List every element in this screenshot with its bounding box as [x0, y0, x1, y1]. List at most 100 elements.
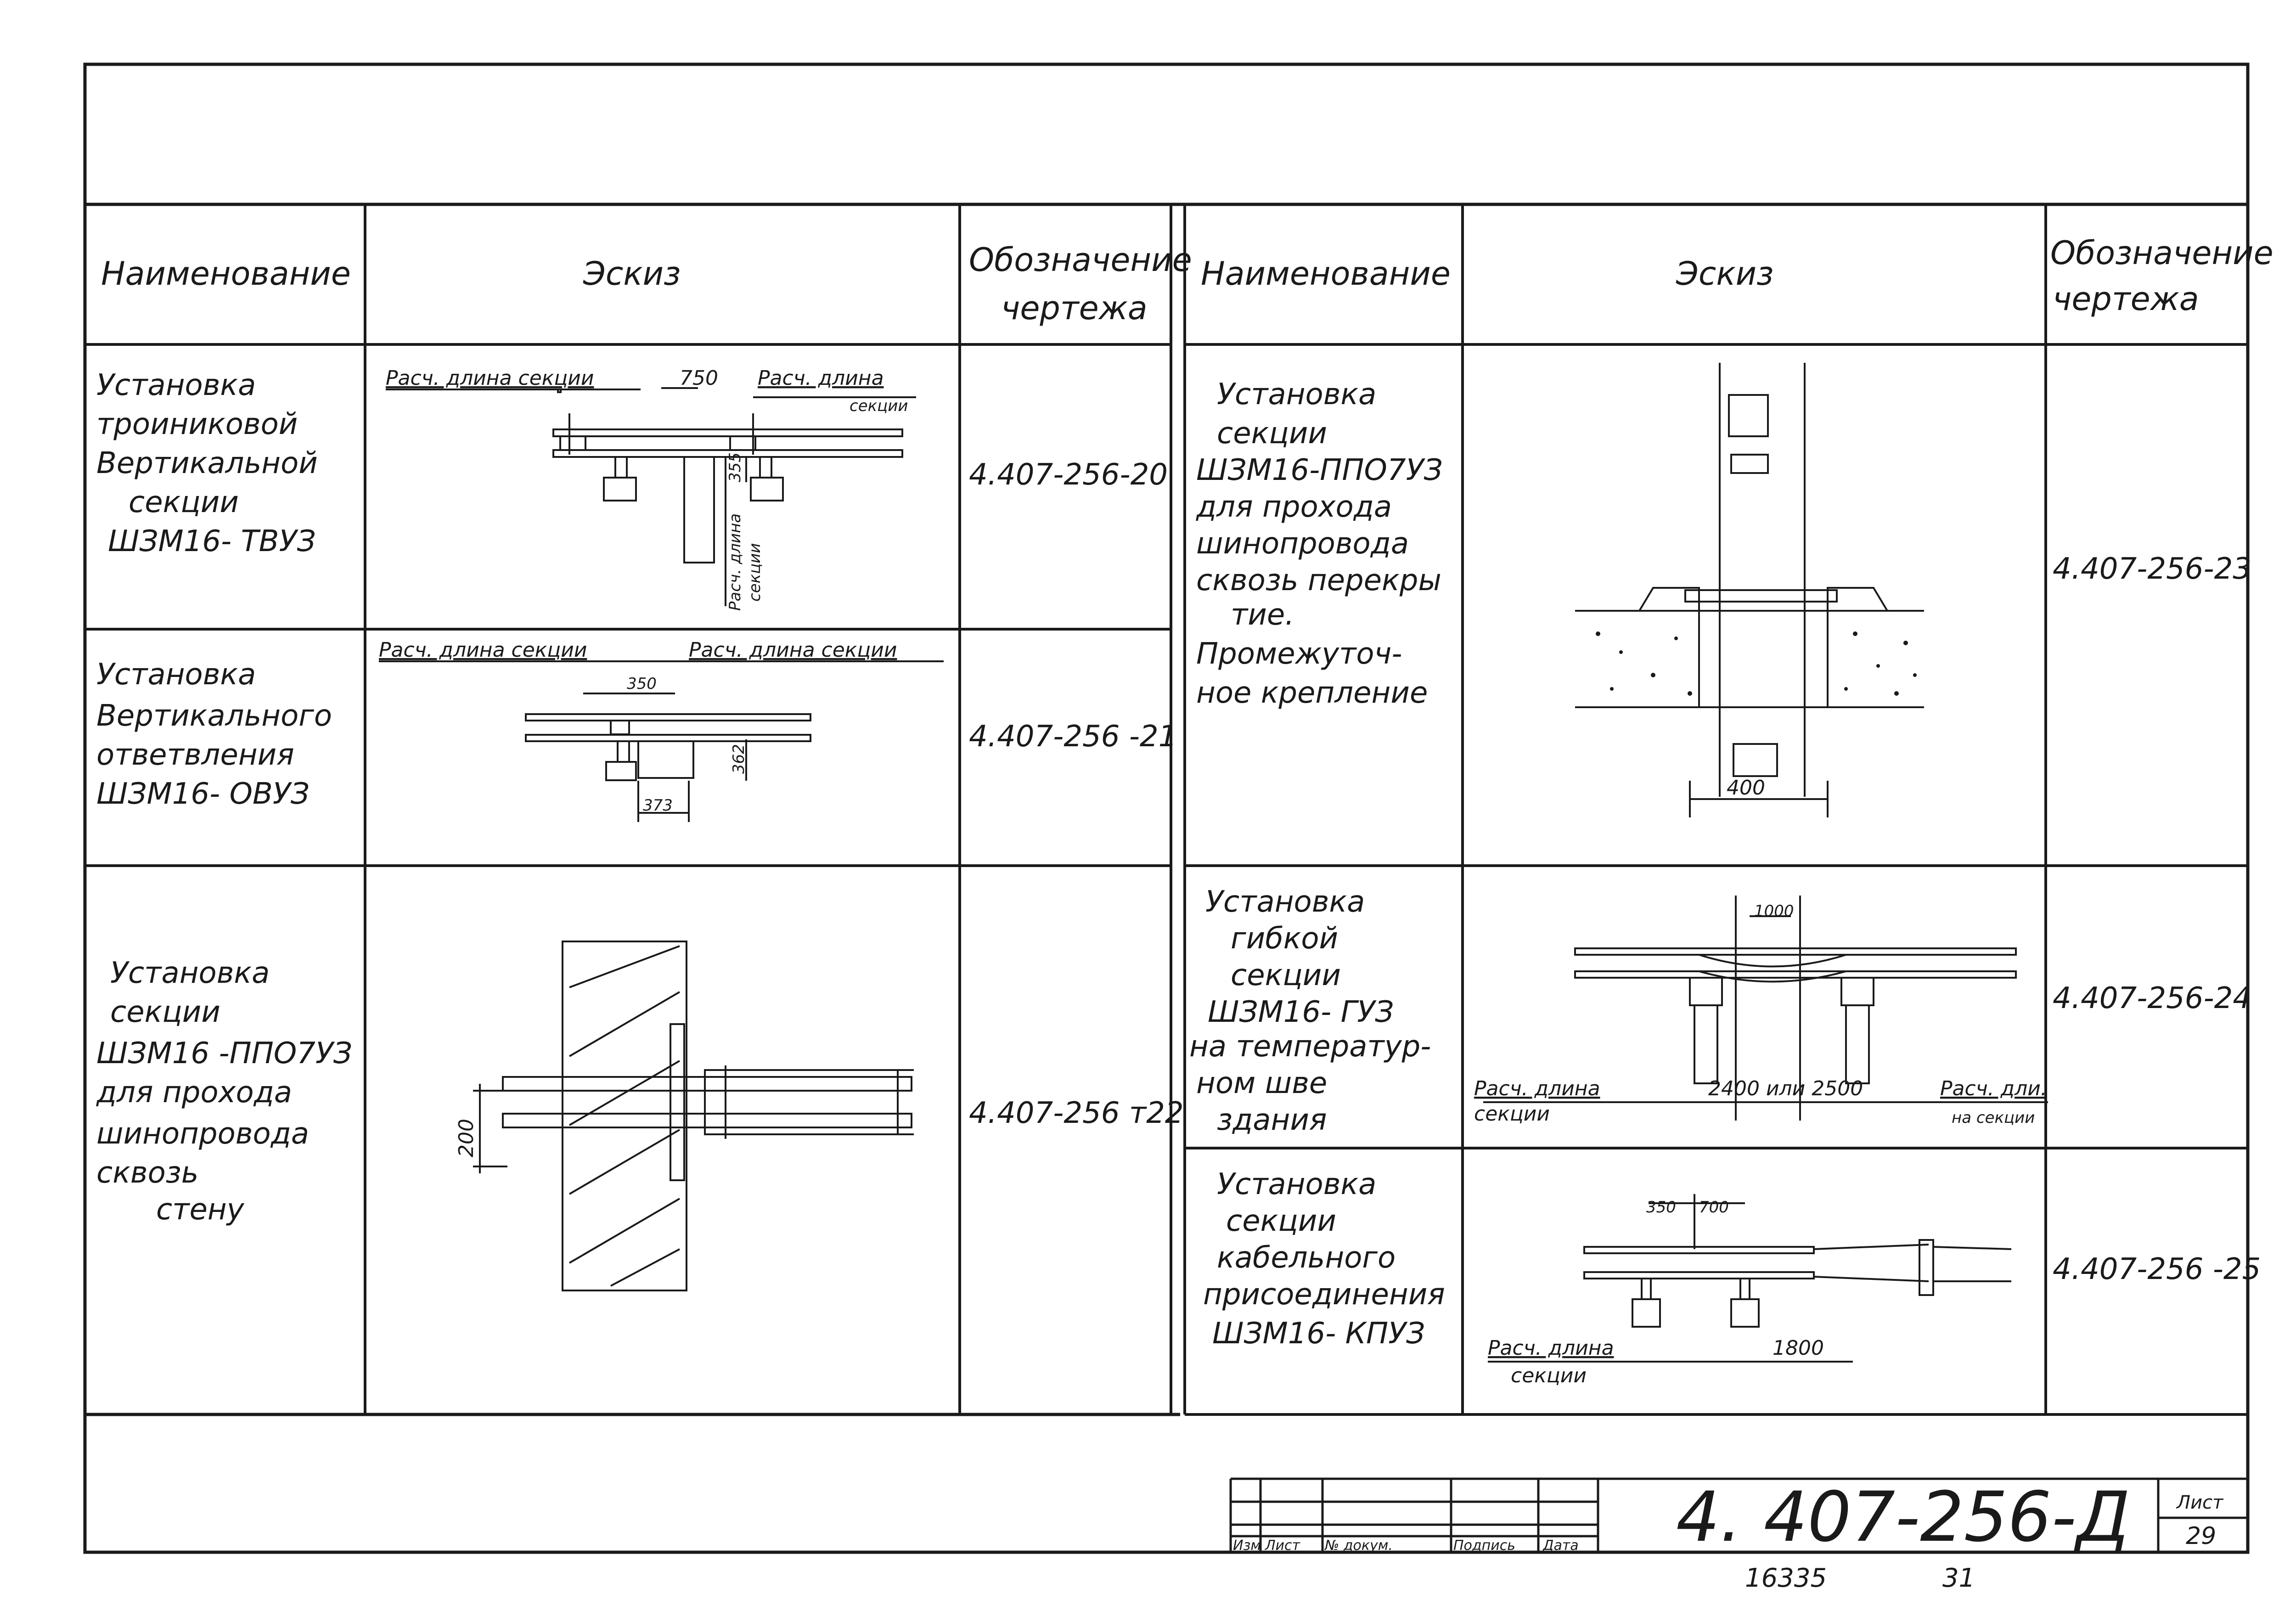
name-line: Установка [1217, 1167, 1376, 1201]
name-line: шинопровода [1196, 527, 1409, 561]
name-line: здания [1217, 1103, 1327, 1137]
name-line: тие. [1231, 598, 1294, 632]
right-row-2-code: 4.407-256-24 [2053, 981, 2251, 1015]
concrete-hatch [1596, 631, 1917, 696]
title-block-col: Подпись [1453, 1538, 1515, 1554]
sketch-label: секции [850, 397, 908, 415]
title-block-grid [1229, 1477, 2248, 1552]
name-line: на температур- [1189, 1030, 1431, 1064]
sketch-label: 700 [1699, 1198, 1729, 1217]
title-block-col: Дата [1542, 1538, 1579, 1554]
sketch-label: 373 [643, 796, 673, 815]
right-header-name: Наименование [1201, 255, 1451, 293]
left-row-1-name: Установка троиниковой Вертикальной секци… [96, 368, 318, 558]
sketch-vertical-branch: Расч. длина секции Расч. длина секции 35… [379, 638, 944, 822]
name-line: Установка [110, 956, 270, 990]
left-header-designation-2: чертежа [1001, 289, 1148, 327]
name-line: присоединения [1203, 1278, 1445, 1312]
sketch-cable-connection: 350 700 Расч. длина секции 1800 [1488, 1194, 2012, 1387]
right-row-3-name: Установка секции кабельного присоединени… [1203, 1167, 1445, 1351]
left-header-sketch: Эскиз [583, 255, 681, 293]
name-line: Установка [1205, 885, 1365, 919]
left-header-name: Наименование [101, 255, 351, 293]
sketch-tee-vertical: Расч. длина секции 750 Расч. длина секци… [386, 366, 916, 611]
right-header-designation-2: чертежа [2053, 280, 2199, 318]
left-header-designation-1: Обозначение [969, 241, 1192, 279]
name-line: секции [129, 485, 239, 519]
right-row-2-name: Установка гибкой секции ШЗМ16- ГУЗ на те… [1189, 885, 1431, 1137]
sketch-label: 362 [730, 744, 748, 774]
sketch-label: 1000 [1754, 902, 1794, 920]
name-line: стену [156, 1193, 245, 1227]
name-line: ШЗМ16- ОВУЗ [96, 777, 310, 811]
sketch-label: Расч. длина [1474, 1077, 1600, 1100]
sketch-label: Расч. длина секции [386, 366, 594, 390]
left-row-2-code: 4.407-256 -21 [969, 720, 1177, 754]
sketch-label: Расч. длина секции [689, 638, 897, 662]
sheet-number: 29 [2186, 1522, 2216, 1550]
sketch-flexible-section: 1000 Расч. длина секции 2400 или 2500 Ра… [1474, 896, 2048, 1127]
right-row-1-name: Установка секции ШЗМ16-ППО7УЗ для проход… [1196, 377, 1443, 710]
sketch-through-floor: 400 [1575, 363, 1924, 817]
sketch-label: 400 [1727, 776, 1765, 800]
name-line: для прохода [1196, 490, 1392, 524]
document-number: 4. 407-256-Д [1676, 1477, 2130, 1557]
name-line: ШЗМ16-ППО7УЗ [1196, 453, 1443, 487]
name-line: гибкой [1231, 922, 1338, 956]
name-line: сквозь [96, 1156, 198, 1190]
sketch-label: 1800 [1773, 1336, 1824, 1360]
name-line: ное крепление [1196, 676, 1428, 710]
name-line: Вертикального [96, 699, 332, 733]
name-line: Вертикальной [96, 446, 318, 480]
name-line: секции [1231, 958, 1341, 992]
sketch-through-wall: 200 [455, 941, 914, 1291]
left-row-3-code: 4.407-256 т22 [969, 1096, 1184, 1130]
sketch-label: Расч. дли. [1940, 1077, 2047, 1100]
name-line: ответвления [96, 738, 294, 772]
name-line: Установка [1217, 377, 1376, 411]
sketch-label: секции [1511, 1364, 1587, 1387]
name-line: ШЗМ16- ГУЗ [1208, 995, 1394, 1029]
copy-number: 31 [1942, 1563, 1975, 1593]
title-block-col: Изм [1233, 1538, 1261, 1554]
right-header-sketch: Эскиз [1676, 255, 1773, 293]
sketch-label: Расч. длина [758, 366, 884, 390]
archive-number: 16335 [1745, 1563, 1827, 1593]
name-line: секции [110, 995, 220, 1029]
sketch-label: Расч. длина [1488, 1336, 1614, 1360]
sketch-label: 350 [1646, 1198, 1676, 1217]
sketch-label: 750 [680, 366, 718, 390]
sketch-label: Расч. длина [726, 513, 744, 611]
name-line: секции [1217, 417, 1327, 451]
name-line: ШЗМ16 -ППО7УЗ [96, 1037, 352, 1070]
sheet-label: Лист [2176, 1492, 2224, 1513]
title-block-columns: Изм Лист № докум. Подпись Дата [1233, 1538, 1579, 1554]
left-table-grid [85, 204, 1172, 1416]
left-row-1-code: 4.407-256-20 [969, 458, 1168, 492]
name-line: ШЗМ16- КПУЗ [1212, 1317, 1425, 1351]
title-block-col: № докум. [1324, 1538, 1393, 1554]
left-row-2-name: Установка Вертикального ответвления ШЗМ1… [96, 658, 332, 811]
name-line: ШЗМ16- ТВУЗ [108, 524, 316, 558]
sheet-frame [83, 62, 2250, 1554]
sketch-label: 350 [627, 675, 657, 693]
sketch-label: 2400 или 2500 [1708, 1077, 1863, 1100]
right-table-grid [1183, 204, 2248, 1416]
sketch-label: на секции [1952, 1109, 2035, 1127]
name-line: для прохода [96, 1076, 292, 1110]
sketch-label: Расч. длина секции [379, 638, 587, 662]
right-row-1-code: 4.407-256-23 [2053, 552, 2251, 586]
name-line: сквозь перекры [1196, 563, 1441, 597]
name-line: секции [1226, 1204, 1336, 1238]
name-line: Установка [96, 368, 256, 402]
name-line: Установка [96, 658, 256, 692]
name-line: шинопровода [96, 1117, 309, 1151]
sketch-label: секции [746, 543, 764, 602]
name-line: троиниковой [96, 407, 298, 441]
title-block-col: Лист [1265, 1538, 1301, 1554]
right-row-3-code: 4.407-256 -25 [2053, 1252, 2261, 1286]
left-row-3-name: Установка секции ШЗМ16 -ППО7УЗ для прохо… [96, 956, 352, 1227]
sketch-label: 355 [726, 452, 744, 482]
sketch-label: секции [1474, 1102, 1550, 1126]
